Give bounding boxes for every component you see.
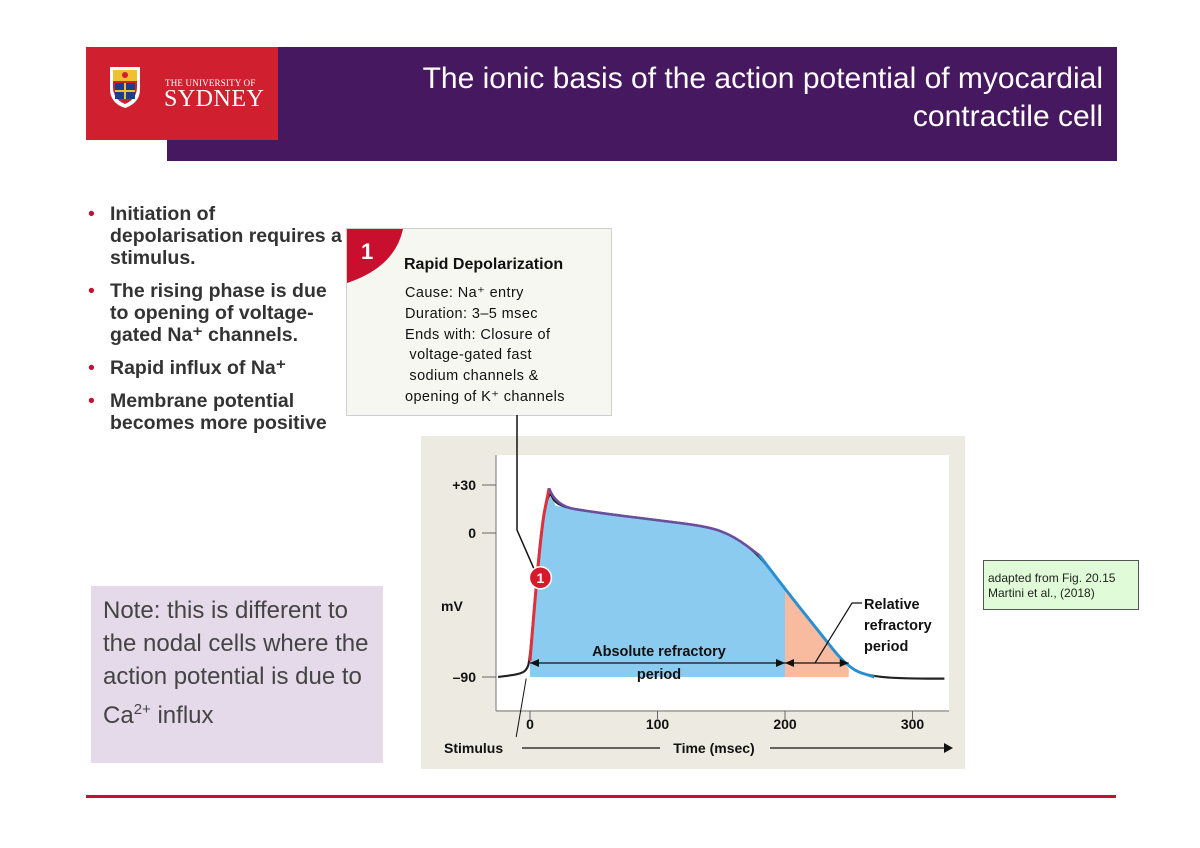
coat-of-arms-icon xyxy=(110,67,140,108)
university-name: SYDNEY xyxy=(164,86,265,112)
relative-refractory-label-line1: Relative xyxy=(864,597,920,613)
relative-refractory-label-line3: period xyxy=(864,639,908,655)
reference-text: adapted from Fig. 20.15 Martini et al., … xyxy=(988,571,1115,601)
y-tick-label: 0 xyxy=(468,525,476,541)
title-line-1: The ionic basis of the action potential … xyxy=(422,62,1103,95)
bullet-list: • Initiation of depolarisation requires a… xyxy=(88,203,348,445)
callout-box xyxy=(346,228,612,416)
y-tick-label: –90 xyxy=(453,669,477,685)
callout-line: sodium channels & xyxy=(405,368,539,384)
phase-1-marker-label: 1 xyxy=(536,570,544,586)
callout-line: Cause: Na⁺ entry xyxy=(405,285,524,301)
title-line-2: contractile cell xyxy=(912,100,1103,133)
arrowhead-left-icon xyxy=(530,659,539,667)
callout-line: voltage-gated fast xyxy=(405,347,532,363)
y-tick-label: +30 xyxy=(452,477,476,493)
bullet-text: Membrane potential becomes more positive xyxy=(110,390,327,434)
note-box xyxy=(91,586,383,763)
x-tick-label: 300 xyxy=(901,716,925,732)
bullet-marker: • xyxy=(88,280,95,302)
relative-refractory-leader xyxy=(814,602,862,664)
absolute-refractory-label-line1: Absolute refractory xyxy=(592,644,726,660)
arrowhead-right-icon xyxy=(839,659,849,667)
bullet-text: Rapid influx of Na⁺ xyxy=(110,357,287,379)
reference-box xyxy=(983,560,1139,610)
list-item: • Initiation of depolarisation requires a… xyxy=(88,203,348,269)
arrowhead-left-icon xyxy=(785,659,794,667)
phase-1-marker xyxy=(528,566,553,590)
x-ticks: 0 100 200 300 xyxy=(526,711,924,732)
plateau-segment xyxy=(547,487,761,557)
callout-line: Duration: 3–5 msec xyxy=(405,306,538,322)
x-tick-label: 100 xyxy=(646,716,670,732)
x-axis-label: Time (msec) xyxy=(673,740,754,756)
list-item: • Rapid influx of Na⁺ xyxy=(88,357,348,379)
header-bar xyxy=(167,47,1117,161)
reference-line-1: adapted from Fig. 20.15 xyxy=(988,571,1116,585)
x-tick-label: 0 xyxy=(526,716,534,732)
note-text: Note: this is different to the nodal cel… xyxy=(103,594,373,732)
stimulus-pointer xyxy=(515,678,527,738)
callout-number-badge: 1 xyxy=(347,229,403,283)
note-superscript: 2+ xyxy=(133,701,151,718)
arrowhead-right-icon xyxy=(776,659,785,667)
page-title: The ionic basis of the action potential … xyxy=(343,60,1103,136)
bottom-rule xyxy=(86,795,1116,798)
callout-title: Rapid Depolarization xyxy=(404,256,564,273)
relative-refractory-label-line2: refractory xyxy=(864,618,932,634)
bullet-marker: • xyxy=(88,357,95,379)
note-text-end: influx xyxy=(150,702,214,729)
action-potential-fill xyxy=(530,488,785,677)
bullet-marker: • xyxy=(88,390,95,412)
callout-line: Ends with: Closure of xyxy=(405,327,551,343)
x-tick-label: 200 xyxy=(773,716,797,732)
note-text-main: Note: this is different to the nodal cel… xyxy=(103,597,369,729)
stimulus-label: Stimulus xyxy=(444,740,503,756)
university-logo xyxy=(86,47,278,140)
university-small-label: THE UNIVERSITY OF xyxy=(165,78,256,88)
bullet-marker: • xyxy=(88,203,95,225)
list-item: • The rising phase is due to opening of v… xyxy=(88,280,348,346)
reference-line-2: Martini et al., (2018) xyxy=(988,586,1095,600)
bullet-text: The rising phase is due to opening of vo… xyxy=(110,280,327,346)
depolarization-segment xyxy=(528,487,551,662)
time-axis-arrow-icon xyxy=(944,743,953,753)
bullet-text: Initiation of depolarisation requires a … xyxy=(110,203,342,269)
absolute-refractory-label-line2: period xyxy=(637,667,681,683)
callout-line: opening of K⁺ channels xyxy=(405,389,565,405)
list-item: • Membrane potential becomes more positiv… xyxy=(88,390,348,434)
callout-number: 1 xyxy=(361,239,373,264)
callout-leader-line xyxy=(516,415,536,571)
y-axis-label: mV xyxy=(441,598,463,614)
y-ticks: +30 0 –90 xyxy=(452,477,496,685)
repolarization-segment xyxy=(758,554,875,679)
